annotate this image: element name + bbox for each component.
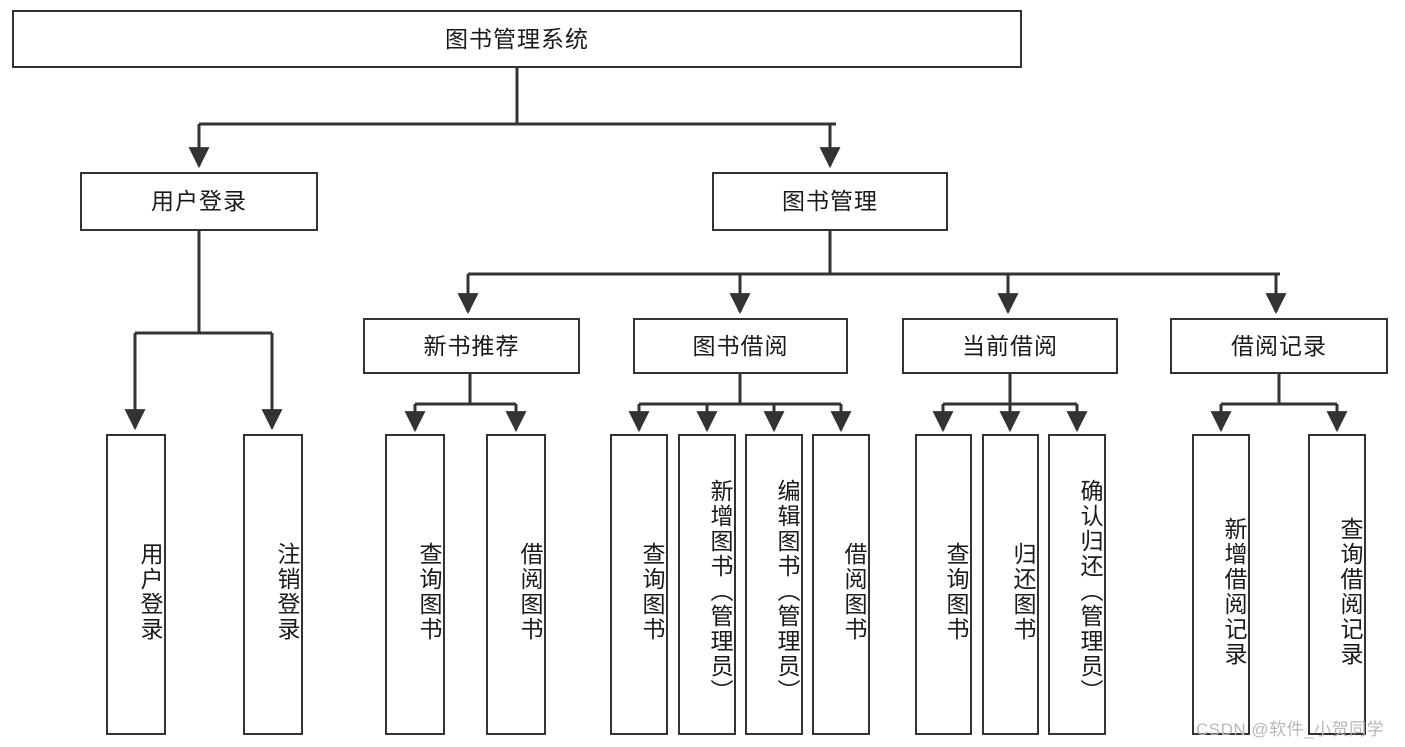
- leaf-return-book[interactable]: 归还图书: [982, 434, 1039, 735]
- node-borrow-record[interactable]: 借阅记录: [1170, 318, 1388, 374]
- leaf-add-borrow-record-label: 新增借阅记录: [1221, 516, 1247, 667]
- leaf-user-login[interactable]: 用户登录: [106, 434, 166, 735]
- node-book-borrow[interactable]: 图书借阅: [633, 318, 848, 374]
- leaf-confirm-return-admin[interactable]: 确认归还（管理员）: [1048, 434, 1106, 735]
- watermark: CSDN @软件_小贺同学: [1196, 720, 1385, 739]
- leaf-borrow-book-recommend-label: 借阅图书: [517, 541, 543, 642]
- leaf-query-book-current-label: 查询图书: [943, 541, 969, 642]
- leaf-borrow-book-recommend[interactable]: 借阅图书: [486, 434, 546, 735]
- leaf-query-borrow-record[interactable]: 查询借阅记录: [1308, 434, 1366, 735]
- node-user-login[interactable]: 用户登录: [80, 172, 318, 231]
- leaf-return-book-label: 归还图书: [1010, 541, 1036, 642]
- leaf-logout[interactable]: 注销登录: [243, 434, 303, 735]
- leaf-add-book-admin-label: 新增图书（管理员）: [707, 479, 733, 704]
- node-borrow-record-label: 借阅记录: [1231, 332, 1327, 359]
- node-new-book-recommend[interactable]: 新书推荐: [363, 318, 580, 374]
- leaf-query-book-recommend-label: 查询图书: [416, 541, 442, 642]
- node-new-book-recommend-label: 新书推荐: [423, 332, 520, 359]
- leaf-edit-book-admin-label: 编辑图书（管理员）: [774, 479, 800, 704]
- node-current-borrow-label: 当前借阅: [962, 332, 1058, 359]
- leaf-logout-label: 注销登录: [274, 541, 300, 642]
- node-root-label: 图书管理系统: [445, 25, 589, 52]
- leaf-query-book-recommend[interactable]: 查询图书: [385, 434, 445, 735]
- leaf-query-borrow-record-label: 查询借阅记录: [1337, 516, 1363, 667]
- node-root[interactable]: 图书管理系统: [12, 10, 1022, 68]
- leaf-query-book-current[interactable]: 查询图书: [915, 434, 972, 735]
- leaf-edit-book-admin[interactable]: 编辑图书（管理员）: [745, 434, 803, 735]
- node-book-borrow-label: 图书借阅: [692, 332, 789, 359]
- leaf-confirm-return-admin-label: 确认归还（管理员）: [1077, 479, 1103, 704]
- leaf-query-book-label: 查询图书: [639, 541, 665, 642]
- node-book-manage-label: 图书管理: [782, 188, 878, 215]
- leaf-user-login-label: 用户登录: [137, 541, 163, 642]
- node-current-borrow[interactable]: 当前借阅: [902, 318, 1118, 374]
- leaf-borrow-book[interactable]: 借阅图书: [812, 434, 870, 735]
- leaf-add-book-admin[interactable]: 新增图书（管理员）: [678, 434, 736, 735]
- leaf-borrow-book-label: 借阅图书: [841, 541, 867, 642]
- leaf-add-borrow-record[interactable]: 新增借阅记录: [1192, 434, 1250, 735]
- leaf-query-book[interactable]: 查询图书: [610, 434, 668, 735]
- node-user-login-label: 用户登录: [151, 188, 247, 215]
- node-book-manage[interactable]: 图书管理: [712, 172, 948, 231]
